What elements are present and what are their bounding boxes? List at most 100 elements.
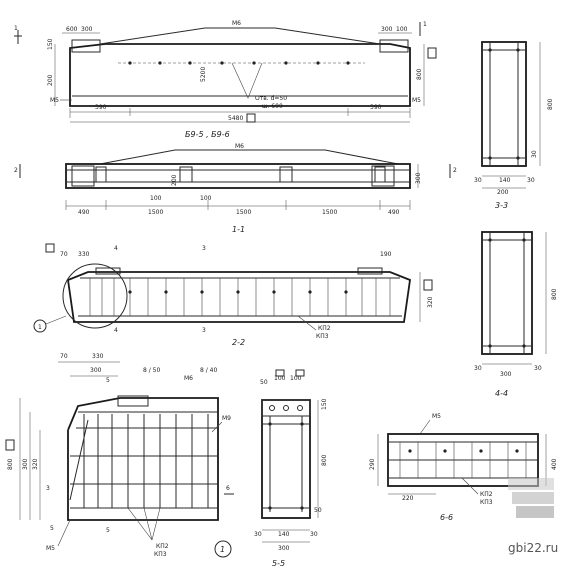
section-4-4-view: 800 30 300 30 4-4	[474, 231, 558, 398]
section-1-1-view: 2 2 М6 200 300 100 100 490 1500 1500 150…	[14, 143, 457, 234]
hole-markers	[128, 61, 350, 65]
dim-100-right: 100	[396, 26, 408, 33]
section-1-1-dim-4: 490	[388, 209, 400, 216]
section-3-3-view: 800 30 30 140 30 200 3-3	[474, 41, 554, 210]
holes-note-1: Отв. d=50	[255, 95, 287, 102]
section-6-6-dim-220: 220	[402, 495, 414, 502]
section-3-3-dim-2: 30	[527, 177, 535, 184]
right-plate-label: М5	[412, 97, 421, 104]
section-2-2-kp2: КП2	[318, 325, 331, 332]
dim-200: 200	[47, 74, 54, 86]
section-6-6-kp3: КП3	[480, 499, 493, 506]
section-5-5-dim-50: 50	[314, 507, 322, 514]
detail-1-h-320: 320	[32, 458, 39, 470]
section-3-3-dim-1: 140	[499, 177, 511, 184]
section-5-5-dim-top-2: 100	[290, 375, 302, 382]
section-1-1-dim-2: 1500	[236, 209, 251, 216]
detail-1-frame	[67, 397, 219, 521]
watermark-logo	[508, 478, 554, 518]
section-1-1-top-bar: М6	[235, 143, 244, 150]
dim-390-right: 390	[370, 104, 382, 111]
section-4-4-dim-1: 300	[500, 371, 512, 378]
section-5-5-dim-top-0: 50	[260, 379, 268, 386]
section-5-5-dim-bottom-1: 140	[278, 531, 290, 538]
section-5-5-width: 300	[278, 545, 290, 552]
section-4-4-outline	[481, 231, 533, 355]
section-1-1-dim-1: 1500	[148, 209, 163, 216]
detail-1-mark-3: 3	[46, 485, 50, 492]
top-bent-bar	[99, 27, 381, 45]
top-bar-label: М6	[232, 20, 241, 27]
section-2-2-mark-3-bottom: 3	[202, 327, 206, 334]
detail-1-note-b: 8 / 40	[200, 367, 217, 374]
section-1-1-title: 1-1	[232, 225, 245, 234]
section-2-2-mark-4-bottom: 4	[114, 327, 118, 334]
section-3-3-outline	[481, 41, 527, 167]
section-4-4-height: 800	[551, 288, 558, 300]
section-1-1-dim-200: 200	[171, 174, 178, 186]
detail-1-h-300: 300	[22, 458, 29, 470]
detail-1-kp2: КП2	[156, 543, 169, 550]
height-800: 800	[416, 68, 423, 80]
detail-1-mark-5-left: 5	[50, 525, 54, 532]
section-2-2-kp3: КП3	[316, 333, 329, 340]
section-4-4-dim-2: 30	[534, 365, 542, 372]
section-5-5-outline	[261, 399, 311, 519]
section-2-2-stirrups	[89, 278, 391, 316]
section-1-1-dim-0: 490	[78, 209, 90, 216]
beam-outline	[69, 43, 411, 107]
section-5-5-dim-top-1: 100	[274, 375, 286, 382]
dim-300-right: 300	[381, 26, 393, 33]
detail-1-stirrups	[83, 414, 209, 508]
section-2-2-dim-190: 190	[380, 251, 392, 258]
section-5-5-title: 5-5	[272, 559, 285, 568]
section-2-2-dim-70: 70	[60, 251, 68, 258]
dim-390-left: 390	[95, 104, 107, 111]
section-5-5-view: 50 100 100 150 800 50 30 140 30 300 5-5	[254, 369, 328, 568]
section-5-5-dim-bottom-0: 30	[254, 531, 262, 538]
detail-1-dim-70: 70	[60, 353, 68, 360]
length-5480: 5480	[228, 115, 243, 122]
section-5-5-height: 800	[321, 454, 328, 466]
section-6-6-kp2: КП2	[480, 491, 493, 498]
section-6-6-dim-400: 400	[551, 458, 558, 470]
section-mark-2-left: 2	[14, 167, 18, 174]
section-2-2-view: 70 330 190 4 3	[33, 243, 434, 347]
section-6-6-view: М5 290 400 220 КП2 КП3 6-6	[369, 413, 558, 522]
section-1-1-outline	[65, 163, 411, 189]
section-6-6-stirrups	[399, 442, 527, 478]
section-5-5-dim-150: 150	[321, 398, 328, 410]
section-4-4-title: 4-4	[495, 389, 508, 398]
section-mark-2-right: 2	[453, 167, 457, 174]
holes-note-2: ш. 600	[262, 103, 283, 110]
detail-1-mark-5-bottom: 5	[106, 527, 110, 534]
section-1-1-dim-100a: 100	[150, 195, 162, 202]
watermark-text: gbi22.ru	[508, 541, 558, 555]
section-1-1-dim-3: 1500	[322, 209, 337, 216]
detail-1-label: 1	[220, 545, 225, 554]
section-2-2-mark-4-top: 4	[114, 245, 118, 252]
section-mark-left: 1	[14, 25, 18, 32]
section-2-2-cage	[67, 271, 411, 323]
beam-elevation-view: 1 1 М6 Отв. d=50 ш. 600 5200 600	[14, 20, 437, 139]
dim-600: 600	[66, 26, 78, 33]
section-3-3-dim-30: 30	[531, 150, 538, 158]
section-6-6-m5: М5	[432, 413, 441, 420]
detail-1-dim-300: 300	[90, 367, 102, 374]
section-2-2-title: 2-2	[232, 338, 245, 347]
section-3-3-width: 200	[497, 189, 509, 196]
detail-1-h-800: 800	[7, 458, 14, 470]
section-3-3-title: 3-3	[495, 201, 508, 210]
detail-1-m9: М9	[222, 415, 231, 422]
section-1-1-dim-100b: 100	[200, 195, 212, 202]
section-4-4-dim-0: 30	[474, 365, 482, 372]
detail-1-mark-6: 6	[226, 485, 230, 492]
section-2-2-dim-330: 330	[78, 251, 90, 258]
dim-150: 150	[47, 38, 54, 50]
section-6-6-dim-290: 290	[369, 458, 376, 470]
detail-1-callout-circle	[62, 263, 128, 329]
detail-1-mark-5-top: 5	[106, 377, 110, 384]
left-plate-label: М5	[50, 97, 59, 104]
section-6-6-title: 6-6	[440, 513, 453, 522]
